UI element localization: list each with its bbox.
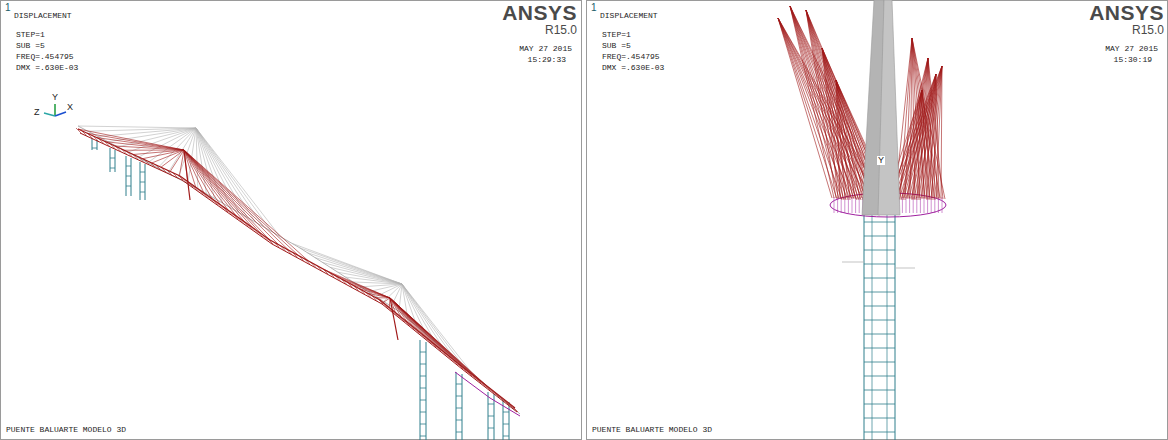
plot-annotation: SUB =5 bbox=[16, 42, 45, 50]
axis-label: Y bbox=[51, 93, 59, 102]
viewport-frame bbox=[587, 1, 1168, 440]
axis-label: Z bbox=[33, 108, 41, 117]
brand-logo: ANSYS bbox=[502, 2, 577, 23]
plot-annotation: STEP=1 bbox=[602, 31, 631, 39]
plot-annotation: MAY 27 2015 bbox=[519, 45, 572, 53]
plot-annotation: FREQ=.454795 bbox=[602, 53, 660, 61]
plot-annotation: DMX =.630E-03 bbox=[602, 64, 664, 72]
plot-annotation: PUENTE BALUARTE MODELO 3D bbox=[592, 426, 712, 434]
plot-annotation: DISPLACEMENT bbox=[600, 12, 658, 20]
plot-annotation: DMX =.630E-03 bbox=[16, 64, 78, 72]
plot-annotation: MAY 27 2015 bbox=[1105, 45, 1158, 53]
version-label: R15.0 bbox=[545, 24, 577, 36]
plot-annotation: PUENTE BALUARTE MODELO 3D bbox=[6, 426, 126, 434]
plot-annotation: 15:30:19 bbox=[1114, 56, 1152, 64]
window-number: 1 bbox=[5, 3, 11, 13]
axis-label: Y bbox=[877, 156, 885, 165]
bridge-end-view bbox=[778, 0, 946, 440]
axis-triad bbox=[44, 104, 66, 116]
bridge-side-view bbox=[76, 126, 520, 440]
brand-logo: ANSYS bbox=[1089, 2, 1164, 23]
axis-label: X bbox=[66, 103, 74, 112]
plot-annotation: DISPLACEMENT bbox=[14, 12, 72, 20]
plot-annotation: 15:29:33 bbox=[528, 56, 566, 64]
viewport-frame bbox=[1, 1, 582, 440]
plot-annotation: FREQ=.454795 bbox=[16, 53, 74, 61]
window-number: 1 bbox=[591, 3, 597, 13]
version-label: R15.0 bbox=[1132, 24, 1164, 36]
plot-annotation: STEP=1 bbox=[16, 31, 45, 39]
plot-annotation: SUB =5 bbox=[602, 42, 631, 50]
